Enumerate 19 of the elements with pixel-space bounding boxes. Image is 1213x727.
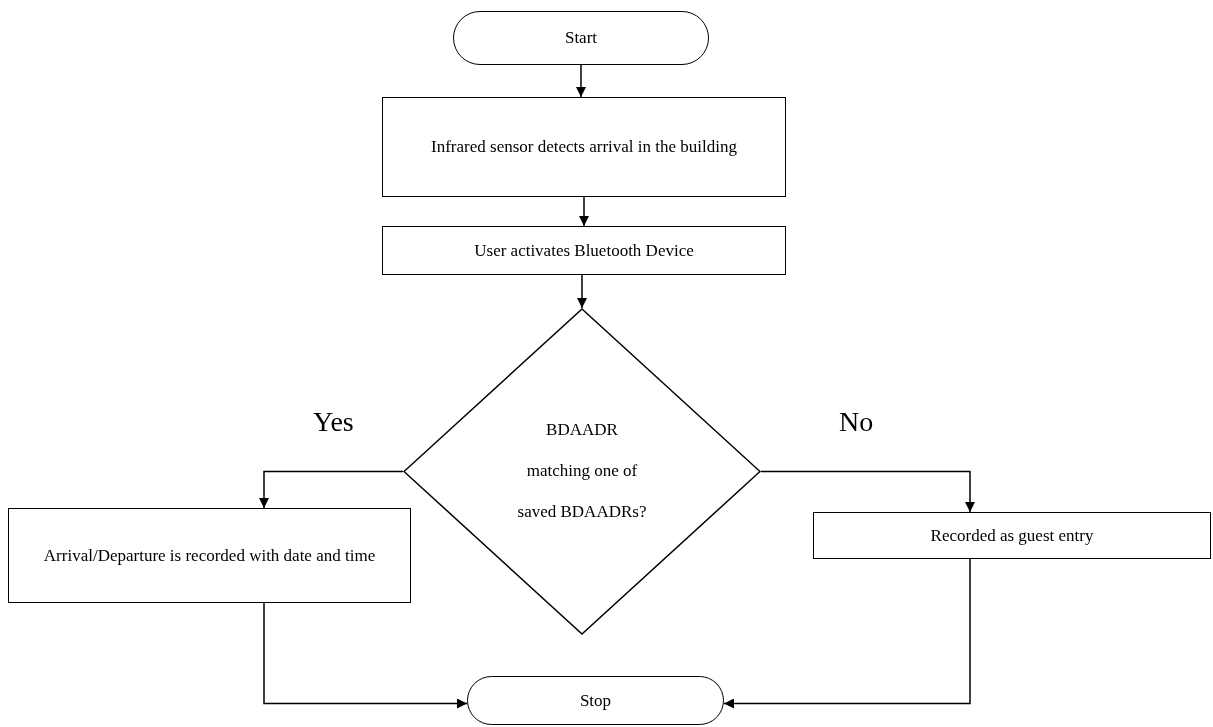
process-box (8, 508, 411, 603)
process-box (382, 226, 786, 275)
arrow (579, 196, 589, 227)
process-box (382, 97, 786, 197)
arrow (259, 470, 404, 509)
arrow (577, 274, 587, 309)
node-text: Stop (578, 689, 613, 712)
arrow (576, 64, 586, 98)
node-text: Recorded as guest entry (929, 524, 1095, 547)
node-text: User activates Bluetooth Device (473, 239, 695, 262)
arrow (723, 558, 971, 709)
node-text: Infrared sensor detects arrival in the building (430, 136, 738, 159)
node-text: Arrival/Departure is recorded with date and time (42, 544, 377, 567)
arrow (263, 602, 468, 709)
decision-diamond (403, 308, 761, 635)
node-text: Start (563, 27, 599, 50)
node-text: BDAADR matching one of saved BDAADRs? (516, 419, 648, 523)
process-box (813, 512, 1211, 559)
arrow (760, 470, 975, 513)
